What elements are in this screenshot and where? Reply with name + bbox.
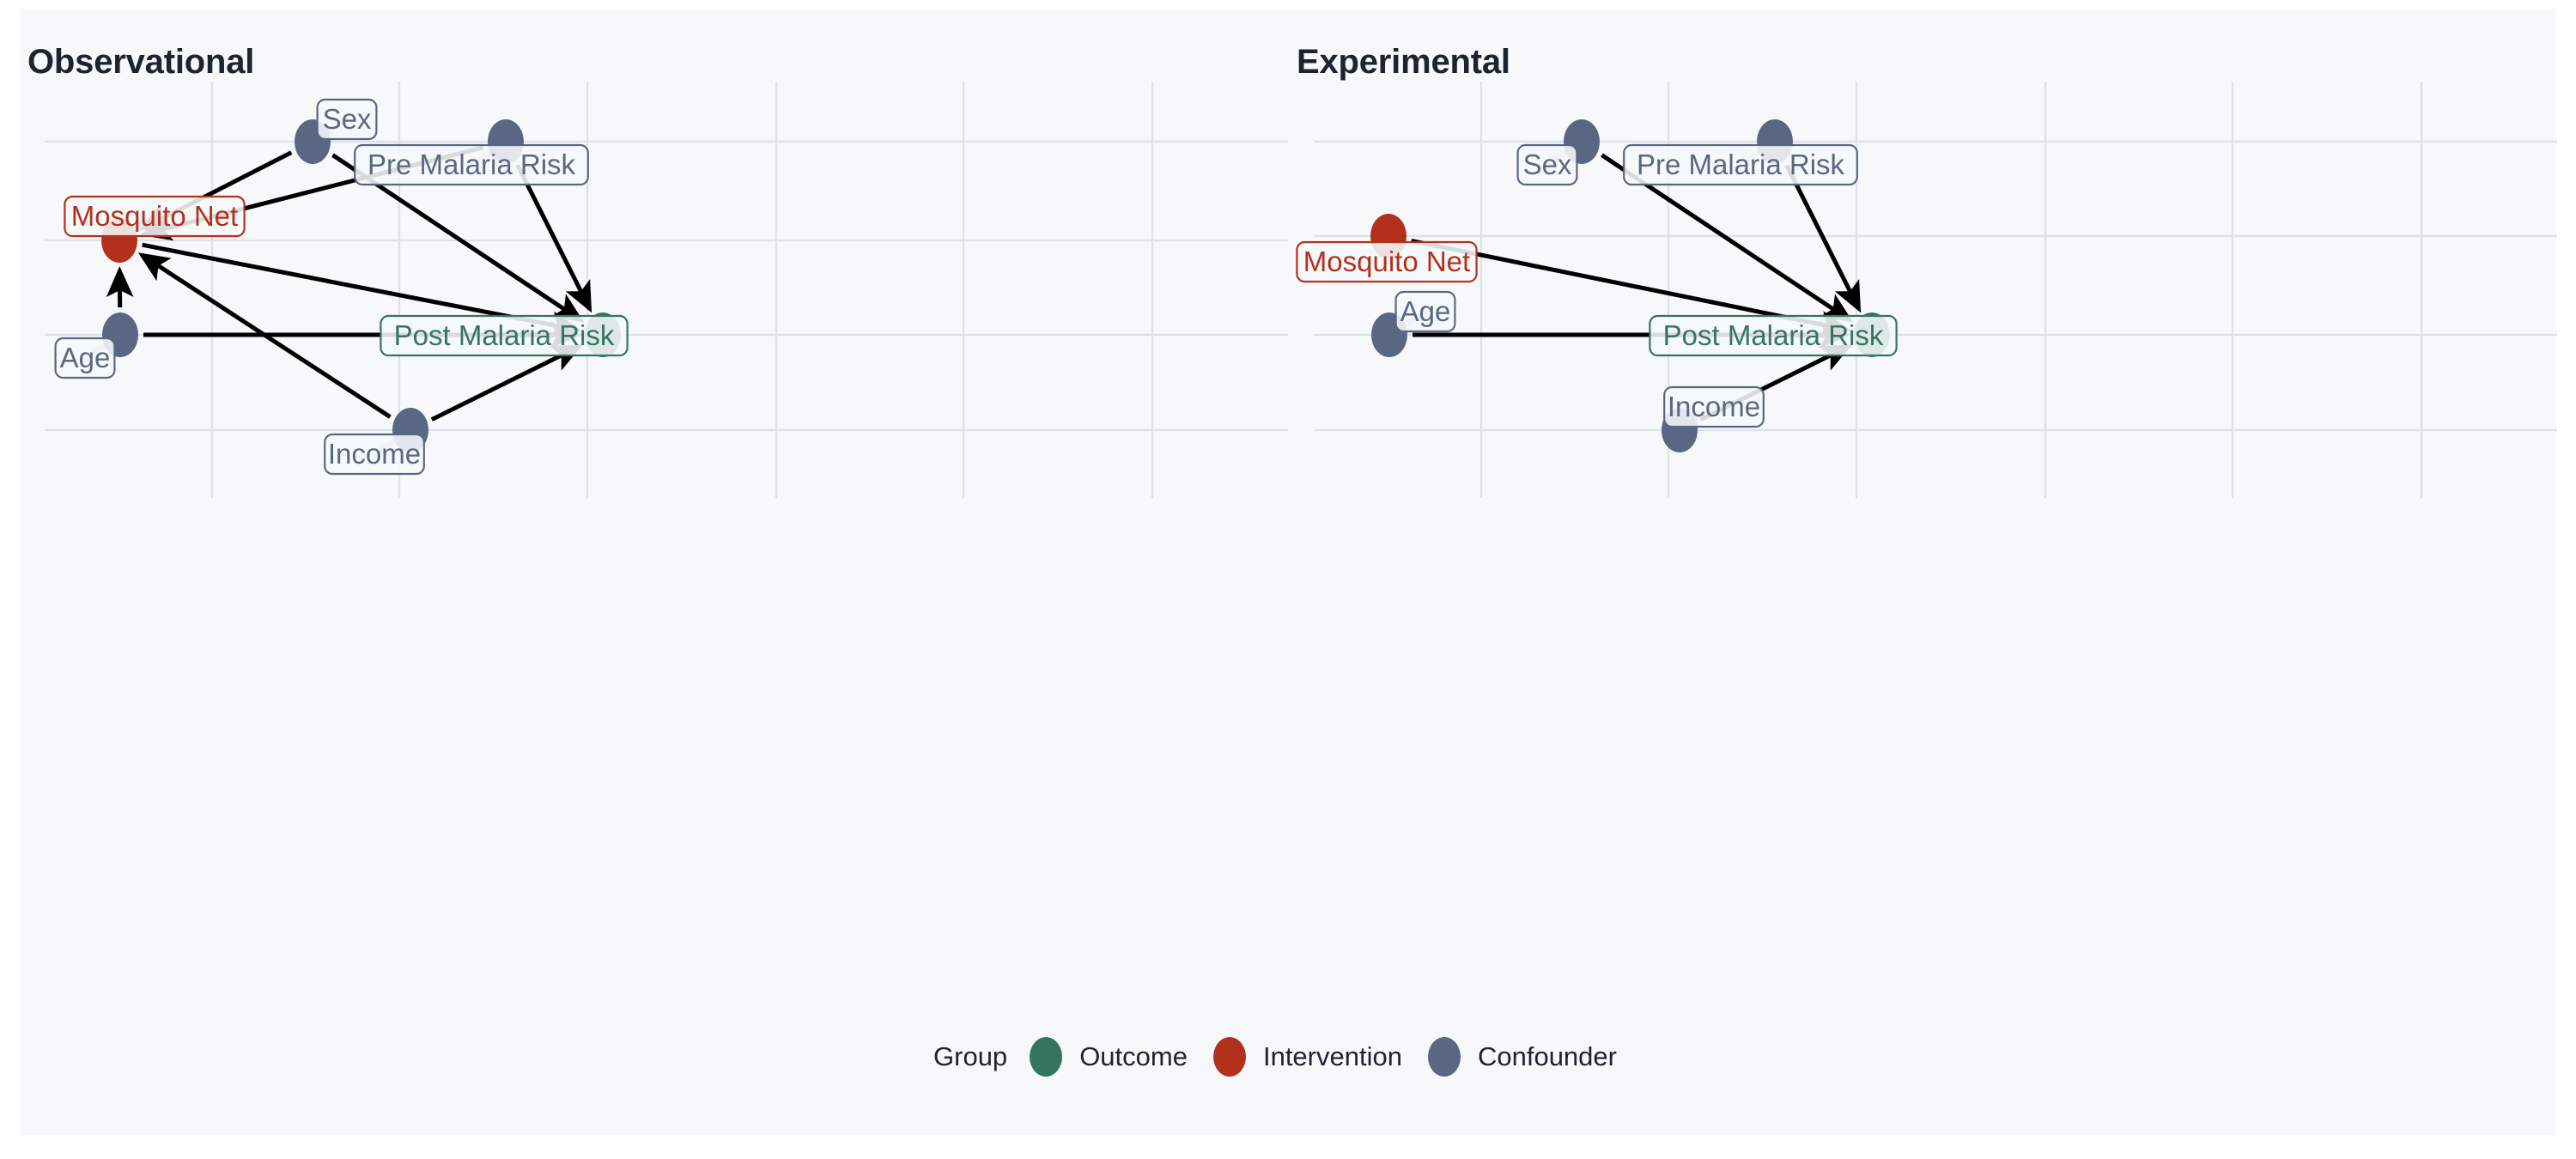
grid-layer <box>45 82 1288 498</box>
legend-label-confounder: Confounder <box>1477 1041 1617 1071</box>
node-label-box-age <box>1394 290 1456 333</box>
node-label-box-income <box>324 433 425 476</box>
legend-swatch-outcome <box>1030 1037 1063 1077</box>
legend-inner: Group Outcome Intervention Confounder <box>933 1037 1643 1077</box>
node-label-text-age: Age <box>60 342 111 373</box>
legend-item-outcome[interactable]: Outcome <box>1030 1037 1188 1077</box>
node-label-box-net <box>64 195 246 238</box>
node-label-text-net: Mosquito Net <box>71 200 238 232</box>
node-label-box-sex <box>1516 143 1578 186</box>
node-label-pre[interactable]: Pre Malaria Risk <box>354 143 589 186</box>
grid-layer <box>1314 82 2557 498</box>
legend-label-outcome: Outcome <box>1079 1041 1188 1071</box>
node-label-text-pre: Pre Malaria Risk <box>368 149 576 180</box>
node-label-age[interactable]: Age <box>1394 290 1456 333</box>
node-label-box-net <box>1296 240 1478 283</box>
node-label-post[interactable]: Post Malaria Risk <box>380 314 629 357</box>
node-label-pre[interactable]: Pre Malaria Risk <box>1623 143 1858 186</box>
node-label-text-sex: Sex <box>1523 149 1572 180</box>
node-label-text-sex: Sex <box>323 103 372 135</box>
node-label-sex[interactable]: Sex <box>1516 143 1578 186</box>
node-label-text-net: Mosquito Net <box>1303 246 1470 277</box>
edge-pre-to-post <box>515 164 592 313</box>
node-label-net[interactable]: Mosquito Net <box>1296 240 1478 283</box>
node-label-box-age <box>54 337 116 379</box>
node-label-box-post <box>1649 314 1898 357</box>
node-label-box-sex <box>316 98 378 141</box>
node-label-text-income: Income <box>1668 391 1760 422</box>
legend: Group Outcome Intervention Confounder <box>19 996 2557 1135</box>
legend-item-confounder[interactable]: Confounder <box>1427 1037 1617 1077</box>
node-label-text-post: Post Malaria Risk <box>394 319 615 351</box>
edge-income-to-post <box>430 344 583 422</box>
edge-layer <box>1411 153 1862 422</box>
node-label-income[interactable]: Income <box>1663 385 1765 428</box>
node-label-box-post <box>380 314 629 357</box>
node-label-net[interactable]: Mosquito Net <box>64 195 246 238</box>
node-label-text-post: Post Malaria Risk <box>1663 319 1884 351</box>
node-label-post[interactable]: Post Malaria Risk <box>1649 314 1898 357</box>
legend-swatch-confounder <box>1427 1037 1461 1077</box>
node-label-income[interactable]: Income <box>324 433 425 476</box>
edge-layer <box>106 145 592 422</box>
node-label-text-pre: Pre Malaria Risk <box>1637 149 1845 180</box>
node-label-box-pre <box>354 143 589 186</box>
legend-item-intervention[interactable]: Intervention <box>1212 1037 1402 1077</box>
edge-pre-to-post <box>1784 164 1862 313</box>
legend-label-intervention: Intervention <box>1262 1041 1402 1071</box>
edge-net-to-post <box>1411 238 1851 338</box>
node-label-text-income: Income <box>328 438 421 470</box>
facet-title-experimental: Experimental <box>1297 43 1510 81</box>
facet-title-observational: Observational <box>27 43 255 81</box>
edge-income-to-net <box>137 252 392 419</box>
node-label-age[interactable]: Age <box>54 337 116 379</box>
node-label-text-age: Age <box>1400 295 1451 327</box>
legend-swatch-intervention <box>1212 1037 1246 1077</box>
legend-title: Group <box>933 1041 1008 1071</box>
node-label-box-income <box>1663 385 1765 428</box>
node-label-sex[interactable]: Sex <box>316 98 378 141</box>
node-label-box-pre <box>1623 143 1858 186</box>
